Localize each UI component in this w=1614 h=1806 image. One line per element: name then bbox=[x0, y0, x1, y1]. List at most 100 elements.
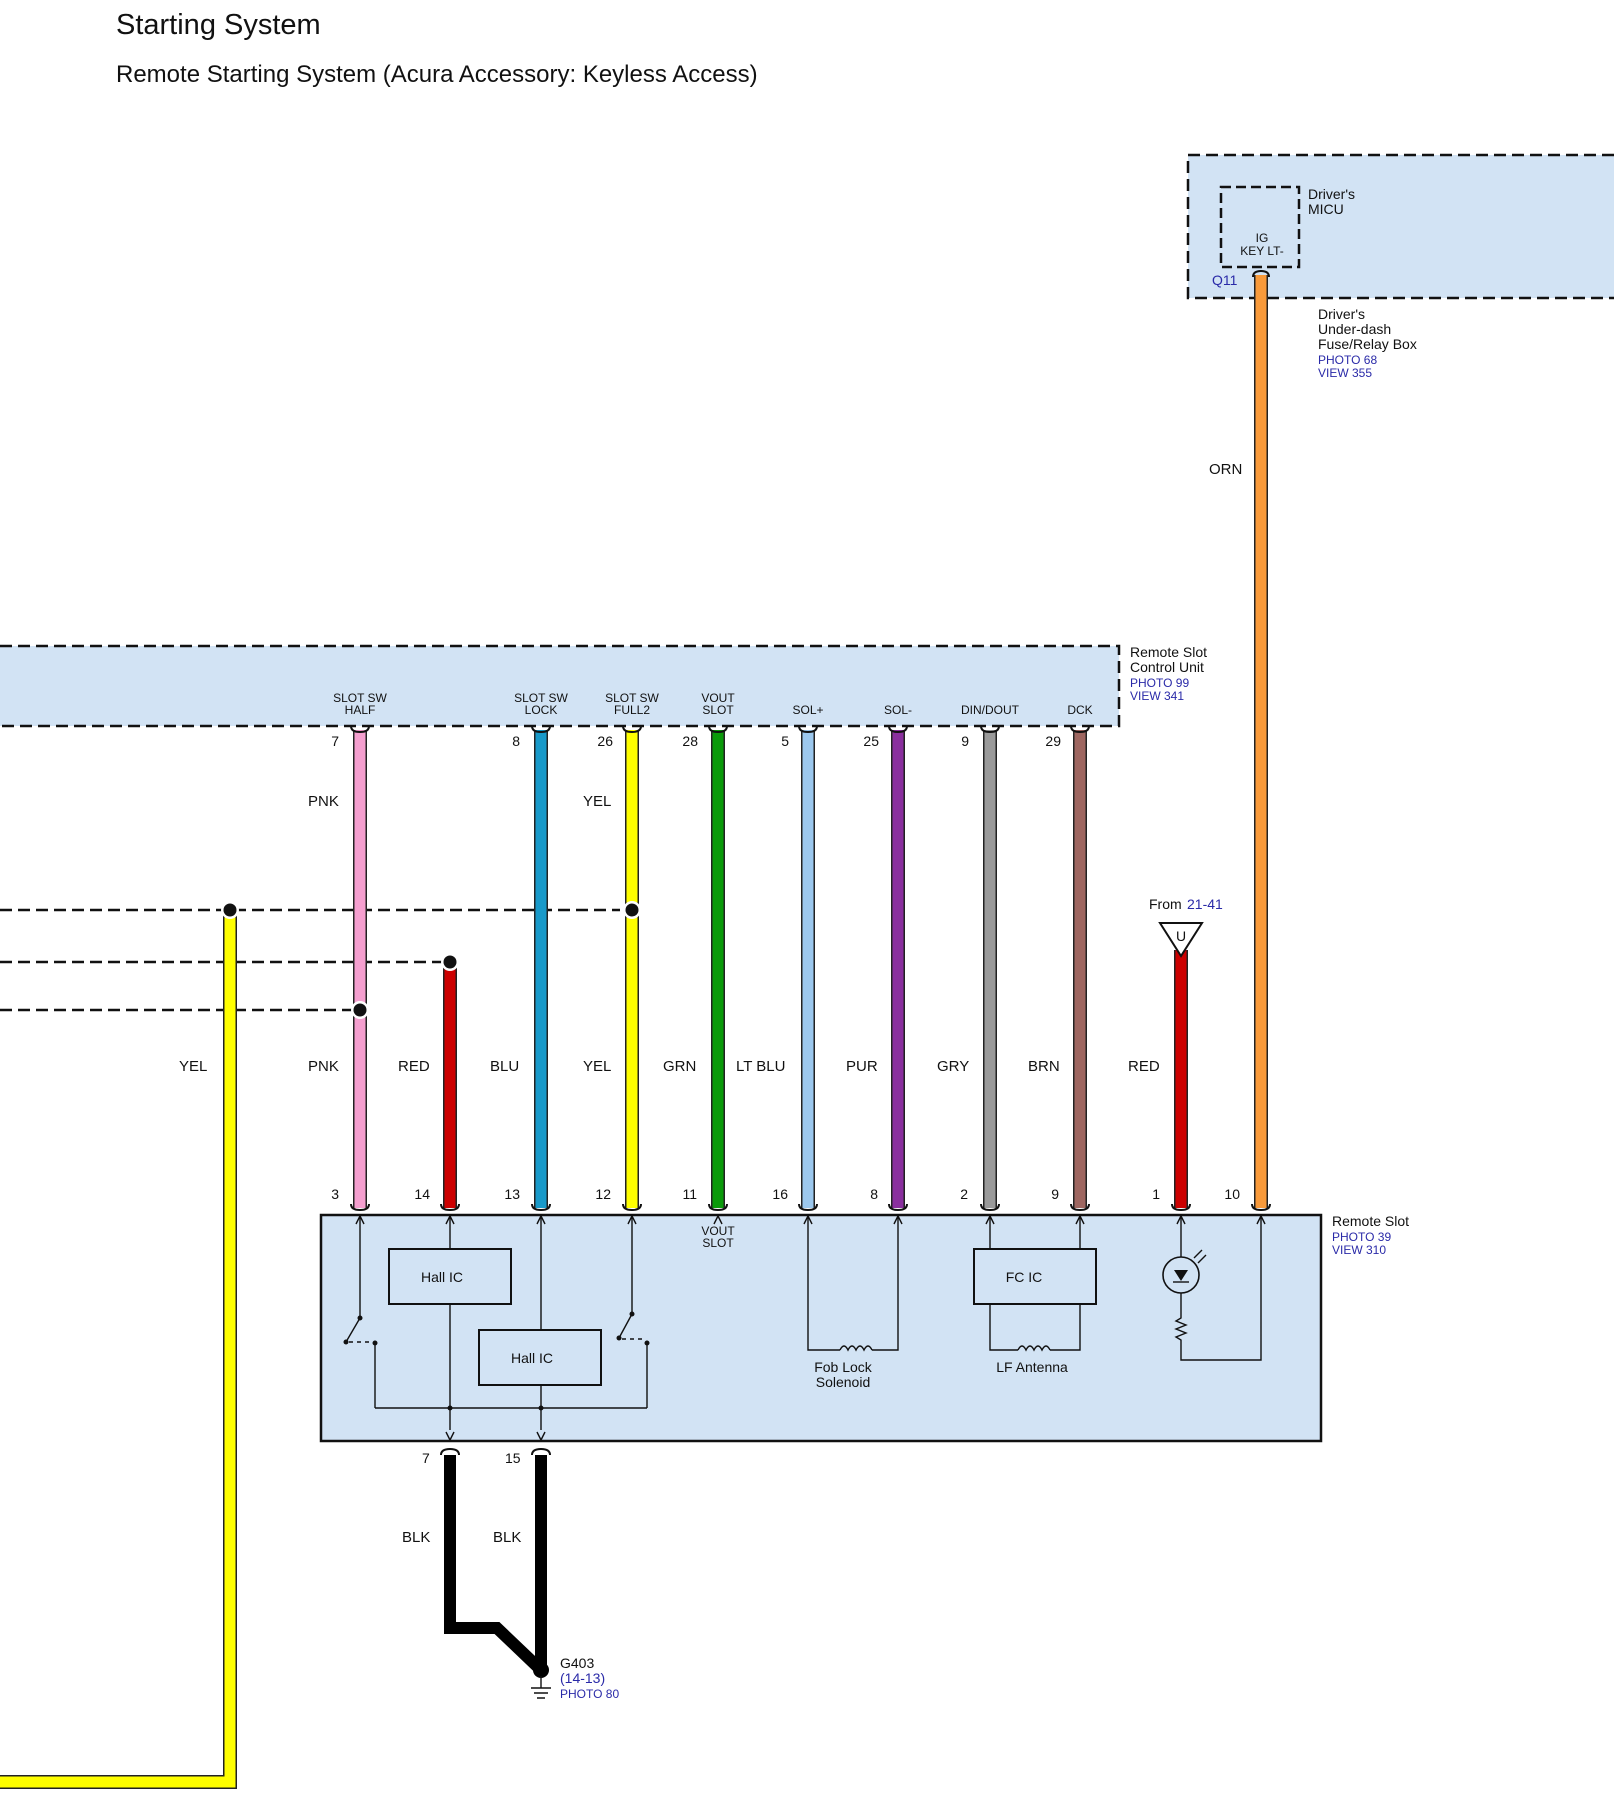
fuse-box-photo-link[interactable]: PHOTO 68 bbox=[1318, 353, 1377, 367]
micu-terminal-line2: KEY LT- bbox=[1240, 244, 1284, 258]
terminal-pin-7: 7 bbox=[331, 733, 339, 749]
ground-name: G403 bbox=[560, 1655, 594, 1671]
ground-arrow bbox=[445, 1431, 455, 1442]
terminal-sol-plus: SOL+ bbox=[792, 703, 823, 717]
connector-cap bbox=[531, 1447, 551, 1456]
ground-pin-left: 7 bbox=[422, 1450, 430, 1466]
bottom-pin-2: 2 bbox=[960, 1186, 968, 1202]
terminal-arrow bbox=[1176, 1214, 1186, 1225]
remote-slot-line1: Remote Slot bbox=[1332, 1213, 1409, 1229]
splice-dot bbox=[353, 1003, 367, 1017]
wire-label-grn: GRN bbox=[663, 1058, 696, 1075]
connector-cap bbox=[708, 725, 728, 734]
terminal-sol-minus: SOL- bbox=[884, 703, 912, 717]
fuse-box-line1: Driver's bbox=[1318, 306, 1365, 322]
from-reference: From 21-41 U bbox=[1149, 896, 1223, 958]
fuse-box-label: Driver's Under-dash Fuse/Relay Box PHOTO… bbox=[1318, 306, 1417, 380]
connector-cap bbox=[350, 1203, 370, 1212]
terminal-arrow bbox=[893, 1214, 903, 1225]
remote-slot-view-link[interactable]: VIEW 310 bbox=[1332, 1243, 1386, 1257]
wire-label-blu: BLU bbox=[490, 1058, 519, 1075]
fuse-box-line3: Fuse/Relay Box bbox=[1318, 336, 1417, 352]
fuse-box-line2: Under-dash bbox=[1318, 321, 1391, 337]
terminal-arrow bbox=[536, 1214, 546, 1225]
bottom-pin-11: 11 bbox=[682, 1186, 697, 1202]
wire-label-red: RED bbox=[398, 1058, 430, 1075]
from-ref-prefix: From bbox=[1149, 896, 1182, 912]
bottom-pin-10: 10 bbox=[1224, 1186, 1240, 1202]
wire-label-yel: YEL bbox=[583, 1058, 611, 1075]
fuse-box-view-link[interactable]: VIEW 355 bbox=[1318, 366, 1372, 380]
splice-dot bbox=[443, 955, 457, 969]
control-unit-terminals: SLOT SW HALF 7 SLOT SW LOCK 8 SLOT SW FU… bbox=[331, 691, 1092, 749]
connector-cap bbox=[1070, 725, 1090, 734]
terminal-pin-29: 29 bbox=[1045, 733, 1061, 749]
bottom-pin-13: 13 bbox=[504, 1186, 520, 1202]
micu-connector-id: Q11 bbox=[1212, 272, 1238, 288]
remote-slot-photo-link[interactable]: PHOTO 39 bbox=[1332, 1230, 1391, 1244]
micu-terminal-line1: IG bbox=[1256, 231, 1269, 245]
ground-g403: 7 15 BLK BLK G403 (14-13) PHOTO 80 bbox=[402, 1450, 619, 1701]
vout-slot-label-line2: SLOT bbox=[702, 1236, 734, 1250]
wire-label-orn: ORN bbox=[1209, 461, 1242, 478]
connector-cap bbox=[350, 725, 370, 734]
ground-wire-label-right: BLK bbox=[493, 1529, 521, 1546]
terminal-vout-slot-line1: VOUT bbox=[701, 691, 735, 705]
solenoid-label-line1: Fob Lock bbox=[814, 1359, 873, 1375]
terminal-slot-sw-half-line2: HALF bbox=[345, 703, 376, 717]
connector-cap bbox=[1251, 1203, 1271, 1212]
wire-yel-left-outline bbox=[0, 910, 237, 1789]
control-unit-line1: Remote Slot bbox=[1130, 644, 1207, 660]
control-unit-view-link[interactable]: VIEW 341 bbox=[1130, 689, 1184, 703]
terminal-slot-sw-half-line1: SLOT SW bbox=[333, 691, 387, 705]
ground-photo-link[interactable]: PHOTO 80 bbox=[560, 1687, 619, 1701]
micu-unit: Driver's MICU IG KEY LT- Q11 bbox=[1186, 153, 1614, 300]
terminal-slot-sw-full2-line2: FULL2 bbox=[614, 703, 650, 717]
terminal-arrow bbox=[355, 1214, 365, 1225]
terminal-vout-slot-line2: SLOT bbox=[702, 703, 734, 717]
terminal-pin-26: 26 bbox=[597, 733, 613, 749]
wire-label-yel-left: YEL bbox=[179, 1058, 207, 1075]
solenoid-label-line2: Solenoid bbox=[816, 1374, 871, 1390]
terminal-arrow bbox=[713, 1214, 723, 1225]
terminal-pin-9: 9 bbox=[961, 733, 969, 749]
terminal-slot-sw-lock-line1: SLOT SW bbox=[514, 691, 568, 705]
connector-cap bbox=[440, 1203, 460, 1212]
hall-ic-2-label: Hall IC bbox=[511, 1350, 553, 1366]
connector-cap bbox=[622, 725, 642, 734]
page-title: Starting System bbox=[116, 9, 321, 41]
wire-label-gry: GRY bbox=[937, 1058, 969, 1075]
remote-slot-unit: Remote Slot PHOTO 39 VIEW 310 VOUT SLOT … bbox=[319, 1213, 1409, 1443]
terminal-arrow bbox=[627, 1214, 637, 1225]
connector-cap bbox=[798, 1203, 818, 1212]
connector-cap bbox=[980, 1203, 1000, 1212]
connector-cap bbox=[1070, 1203, 1090, 1212]
control-unit-photo-link[interactable]: PHOTO 99 bbox=[1130, 676, 1189, 690]
control-unit-line2: Control Unit bbox=[1130, 659, 1204, 675]
bottom-pin-8: 8 bbox=[870, 1186, 878, 1202]
antenna-label: LF Antenna bbox=[996, 1359, 1068, 1375]
connector-cap bbox=[531, 725, 551, 734]
terminal-pin-5: 5 bbox=[781, 733, 789, 749]
micu-name-line1: Driver's bbox=[1308, 186, 1355, 202]
remote-slot-control-unit: Remote Slot Control Unit PHOTO 99 VIEW 3… bbox=[0, 644, 1207, 728]
ground-ref-link[interactable]: (14-13) bbox=[560, 1670, 605, 1686]
splice-dot bbox=[223, 903, 237, 917]
splice-dot bbox=[625, 903, 639, 917]
connector-cap bbox=[622, 1203, 642, 1212]
connector-cap bbox=[440, 1447, 460, 1456]
connector-cap bbox=[888, 725, 908, 734]
terminal-pin-25: 25 bbox=[863, 733, 879, 749]
ground-pin-right: 15 bbox=[505, 1450, 521, 1466]
bottom-pin-16: 16 bbox=[772, 1186, 788, 1202]
connector-cap bbox=[531, 1203, 551, 1212]
wire-label-lt-blu: LT BLU bbox=[736, 1058, 785, 1075]
from-ref-link[interactable]: 21-41 bbox=[1187, 896, 1223, 912]
bottom-pin-12: 12 bbox=[595, 1186, 611, 1202]
connector-cap bbox=[1171, 1203, 1191, 1212]
connector-cap bbox=[708, 1203, 728, 1212]
wire-yel-left bbox=[0, 910, 236, 1788]
terminal-din-dout: DIN/DOUT bbox=[961, 703, 1020, 717]
wire-label-yel-upper: YEL bbox=[583, 793, 611, 810]
